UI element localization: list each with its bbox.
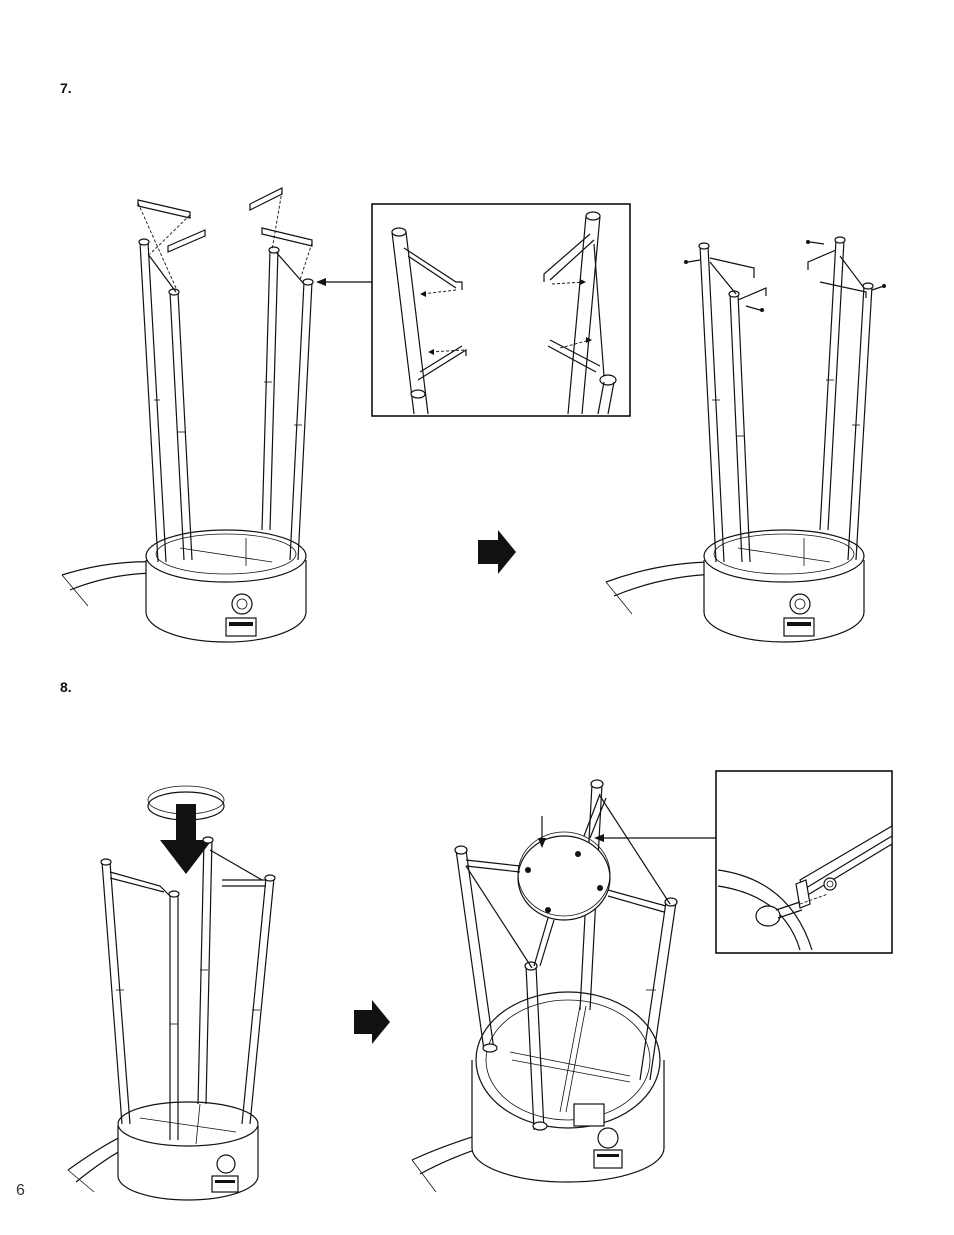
step7-heater-after	[606, 237, 886, 642]
step8-detail-inset	[716, 771, 892, 953]
next-arrow-step8	[354, 1000, 390, 1044]
step8-heater-after	[412, 780, 677, 1192]
next-arrow-step7	[478, 530, 516, 574]
step8-heater-before	[68, 786, 275, 1200]
step7-heater-before	[62, 188, 313, 642]
step7-detail-inset	[372, 204, 630, 416]
